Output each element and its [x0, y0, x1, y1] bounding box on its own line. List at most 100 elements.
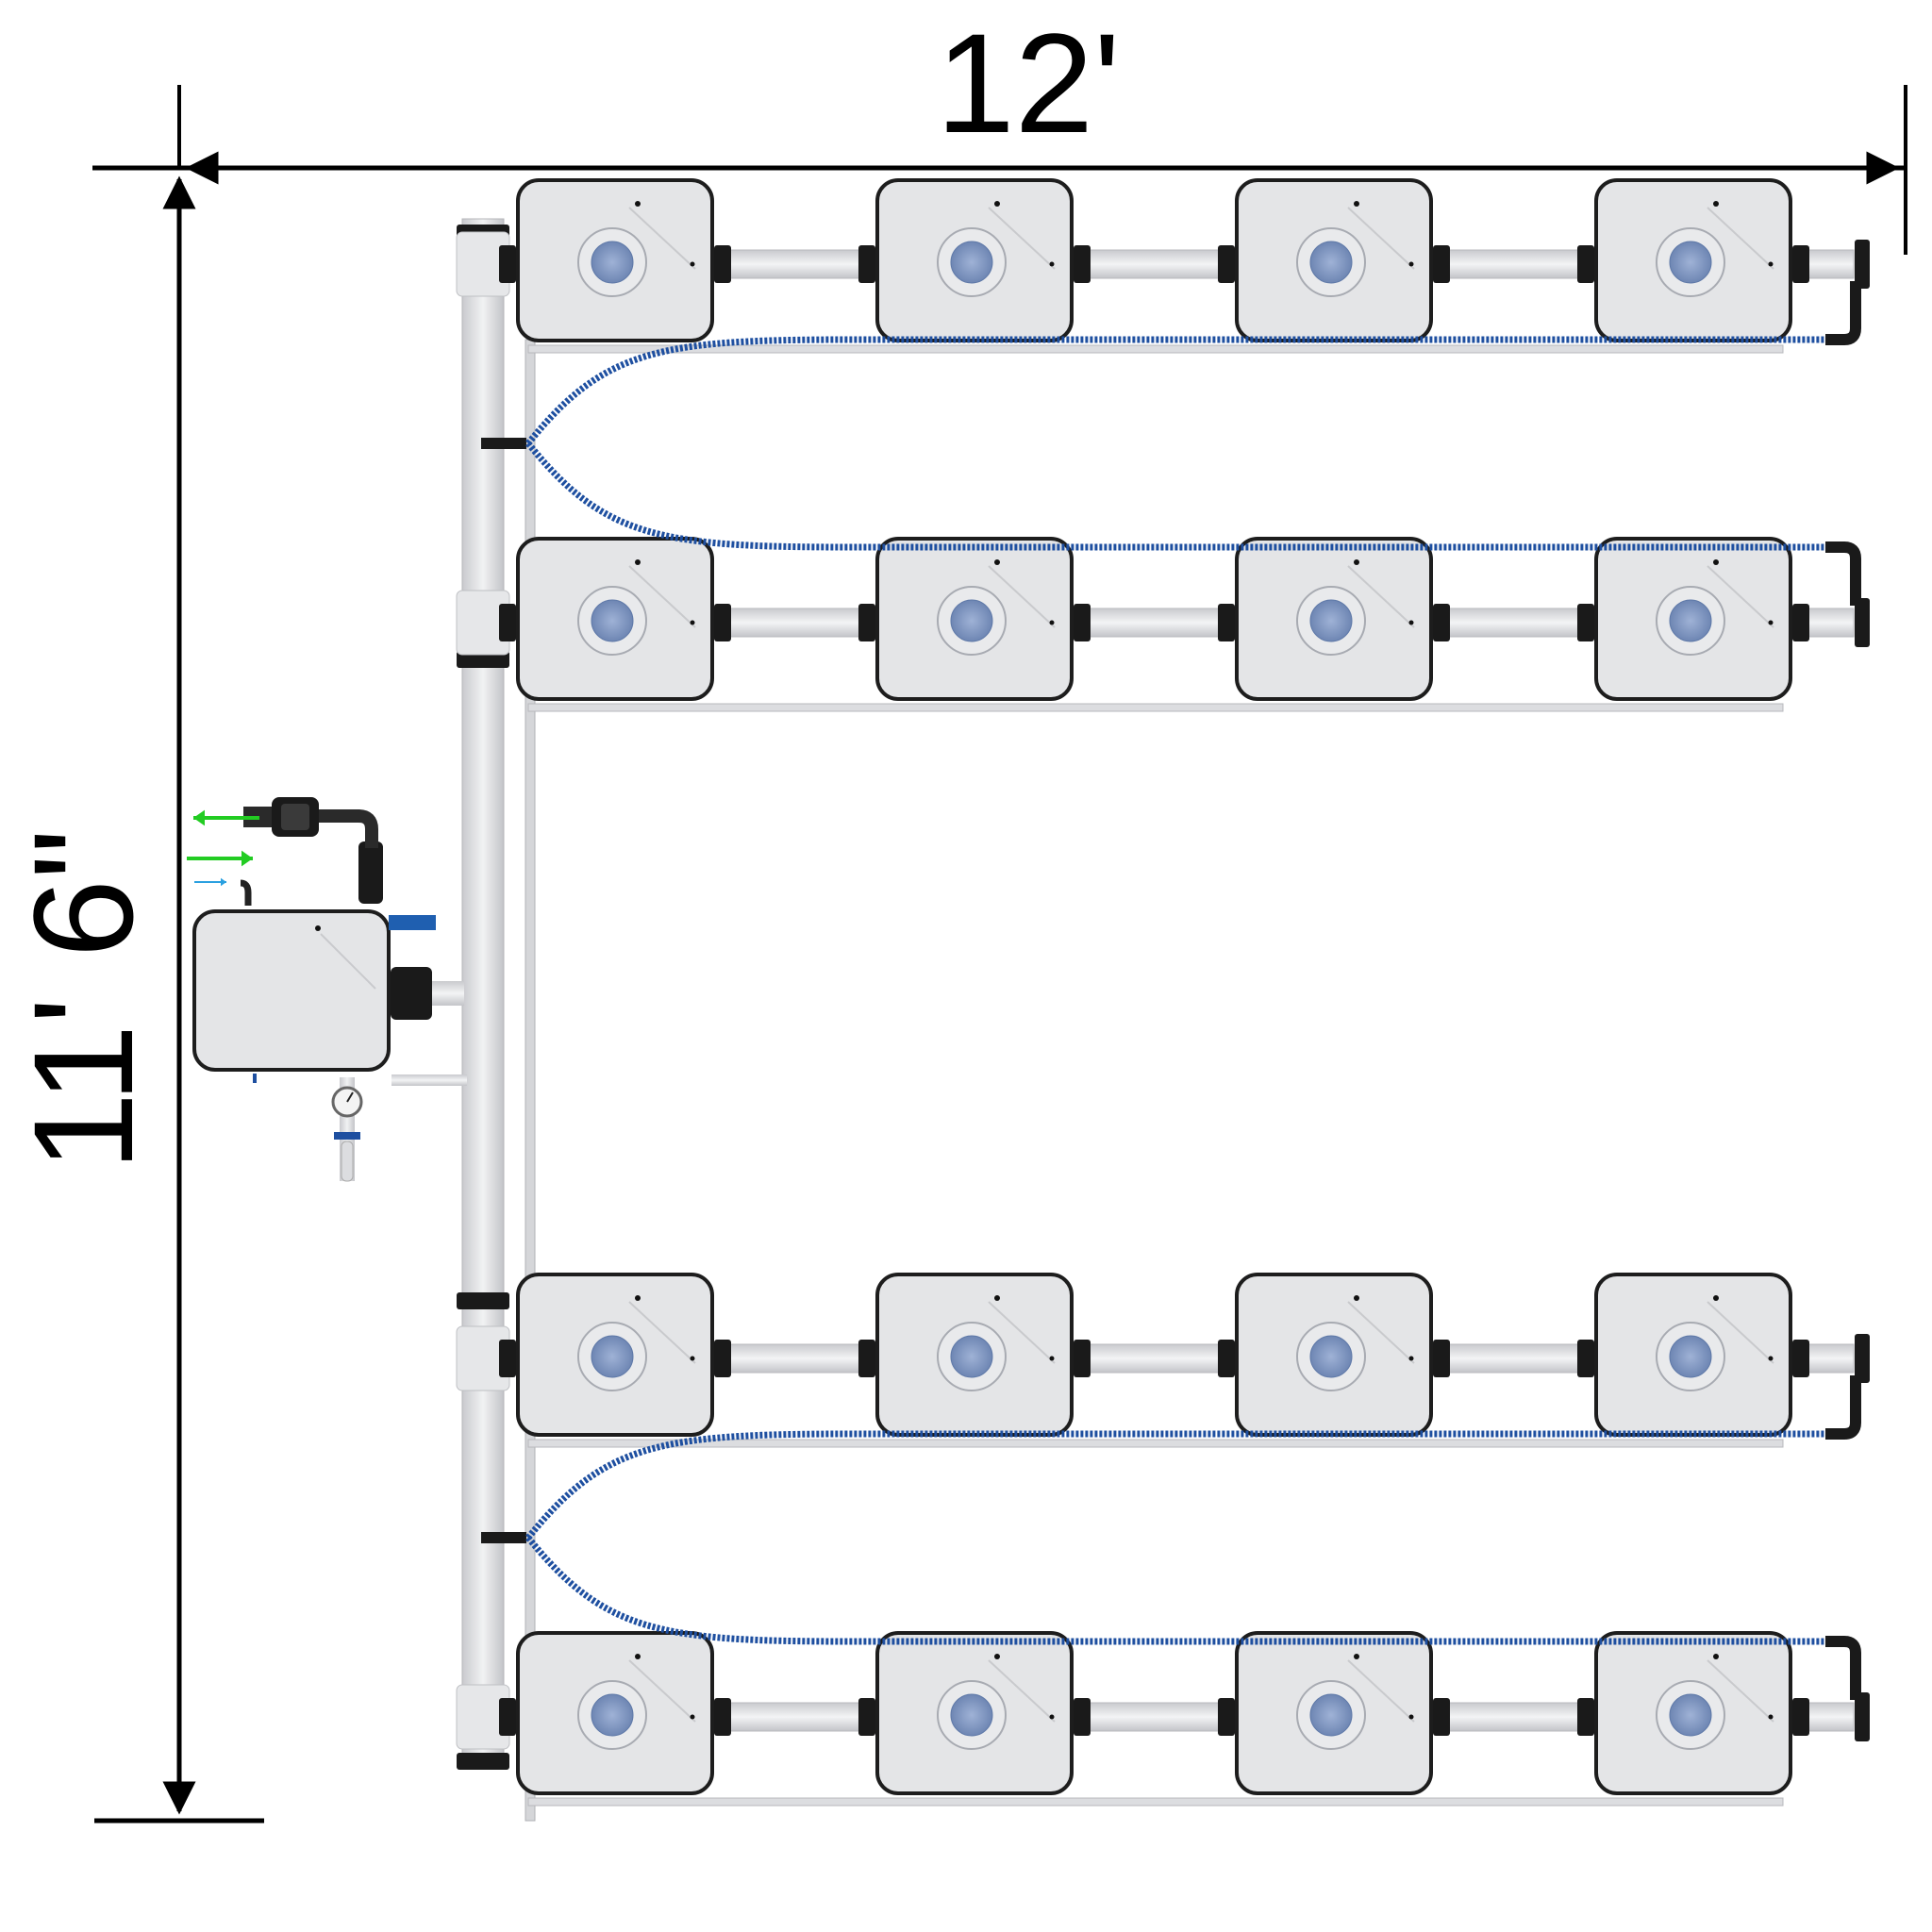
- pot-marker: [1049, 620, 1055, 625]
- control-reservoir: [192, 909, 391, 1072]
- pot-lid-seam: [628, 565, 696, 628]
- grow-pot: [516, 1273, 714, 1437]
- grow-pot: [1594, 537, 1792, 701]
- pipe-coupler: [499, 1698, 516, 1736]
- drain-spout: [341, 1141, 354, 1182]
- hose-elbow: [1825, 281, 1861, 345]
- pipe-coupler: [1218, 1340, 1235, 1377]
- pot-marker: [1049, 1356, 1055, 1361]
- pot-marker: [1713, 1654, 1719, 1659]
- pipe-coupler: [1577, 1340, 1594, 1377]
- grow-pot: [1235, 1631, 1433, 1795]
- pot-marker: [635, 1295, 641, 1301]
- grow-pot: [516, 178, 714, 342]
- net-pot-cap: [1309, 599, 1353, 642]
- pipe-coupler: [499, 1340, 516, 1377]
- reservoir-outlet-pipe: [432, 981, 464, 1006]
- pipe-coupler: [499, 245, 516, 283]
- row-return-rail: [527, 1439, 1784, 1448]
- pipe-coupler: [1074, 1698, 1091, 1736]
- pipe-coupler: [858, 1698, 875, 1736]
- grow-pot: [1594, 1273, 1792, 1437]
- pot-marker: [1768, 1356, 1774, 1361]
- pot-marker: [1408, 620, 1414, 625]
- manifold-end-coupler: [457, 1753, 509, 1770]
- pipe-coupler: [714, 245, 731, 283]
- grow-pot: [875, 1631, 1074, 1795]
- pot-lid-seam: [988, 565, 1056, 628]
- pipe-coupler: [1074, 604, 1091, 641]
- pot-marker: [1354, 1654, 1359, 1659]
- feed-hose-lower: [525, 1535, 1825, 1645]
- row-end-cap: [1855, 598, 1870, 647]
- pot-marker: [635, 559, 641, 565]
- pot-lid-seam: [1347, 1659, 1415, 1723]
- net-pot-cap: [1309, 1335, 1353, 1378]
- net-pot-cap: [1309, 241, 1353, 284]
- control-unit: [187, 797, 467, 1182]
- net-pot-cap: [950, 599, 993, 642]
- manifold-pipe-segment: [461, 218, 505, 1767]
- drain-valve-handle: [334, 1132, 360, 1140]
- pot-marker: [1713, 201, 1719, 207]
- net-pot-cap: [1669, 241, 1712, 284]
- row-return-rail: [527, 1797, 1784, 1807]
- feed-hose-upper: [525, 1430, 1825, 1541]
- pipe-coupler: [1792, 245, 1809, 283]
- pipe-coupler: [1074, 245, 1091, 283]
- net-pot-cap: [1669, 599, 1712, 642]
- manifold-coupler: [457, 1292, 509, 1309]
- net-pot-cap: [591, 241, 634, 284]
- pot-marker: [1354, 559, 1359, 565]
- feed-hose-upper: [525, 336, 1825, 446]
- pipe-coupler: [1792, 1340, 1809, 1377]
- main-manifold-pipe: [456, 218, 532, 1770]
- row-end-cap: [1855, 1692, 1870, 1741]
- pot-marker: [1408, 1356, 1414, 1361]
- grow-row: [499, 178, 1870, 354]
- pot-marker: [1408, 1714, 1414, 1720]
- hose-elbow: [1825, 1636, 1861, 1700]
- pipe-coupler: [1577, 245, 1594, 283]
- grow-row: [499, 1631, 1870, 1807]
- pipe-coupler: [858, 1340, 875, 1377]
- net-pot-cap: [591, 1693, 634, 1737]
- hose-pair: [481, 1375, 1861, 1700]
- pot-lid-seam: [988, 1301, 1056, 1364]
- grow-pot: [1594, 1631, 1792, 1795]
- pipe-coupler: [1792, 604, 1809, 641]
- pipe-coupler: [1433, 1340, 1450, 1377]
- feed-hoses: [481, 281, 1861, 1700]
- pipe-coupler: [858, 245, 875, 283]
- pot-marker: [1713, 559, 1719, 565]
- pipe-coupler: [1577, 604, 1594, 641]
- pipe-coupler: [1218, 1698, 1235, 1736]
- pot-marker: [690, 1714, 695, 1720]
- pot-marker: [690, 620, 695, 625]
- net-pot-cap: [591, 1335, 634, 1378]
- pot-marker: [690, 261, 695, 267]
- pipe-coupler: [1218, 604, 1235, 641]
- hose-elbow: [1825, 541, 1861, 606]
- hose-elbow: [1825, 1375, 1861, 1440]
- pot-marker: [1768, 261, 1774, 267]
- pot-lid-seam: [988, 207, 1056, 270]
- grow-pot: [516, 537, 714, 701]
- pot-marker: [1768, 1714, 1774, 1720]
- pipe-coupler: [1433, 604, 1450, 641]
- pump-valve: [281, 804, 309, 830]
- pipe-coupler: [499, 604, 516, 641]
- row-end-cap: [1855, 1334, 1870, 1383]
- pot-lid-seam: [1707, 1301, 1774, 1364]
- grow-pot: [875, 1273, 1074, 1437]
- hose-pair: [481, 281, 1861, 606]
- pot-marker: [1408, 261, 1414, 267]
- net-pot-cap: [1669, 1693, 1712, 1737]
- reservoir-level-tab: [253, 1074, 257, 1083]
- pot-lid-seam: [1707, 1659, 1774, 1723]
- height-label: 11' 6": [4, 829, 162, 1172]
- height-dimension: 11' 6": [4, 166, 264, 1824]
- grow-pot: [1235, 178, 1433, 342]
- net-pot-cap: [950, 1693, 993, 1737]
